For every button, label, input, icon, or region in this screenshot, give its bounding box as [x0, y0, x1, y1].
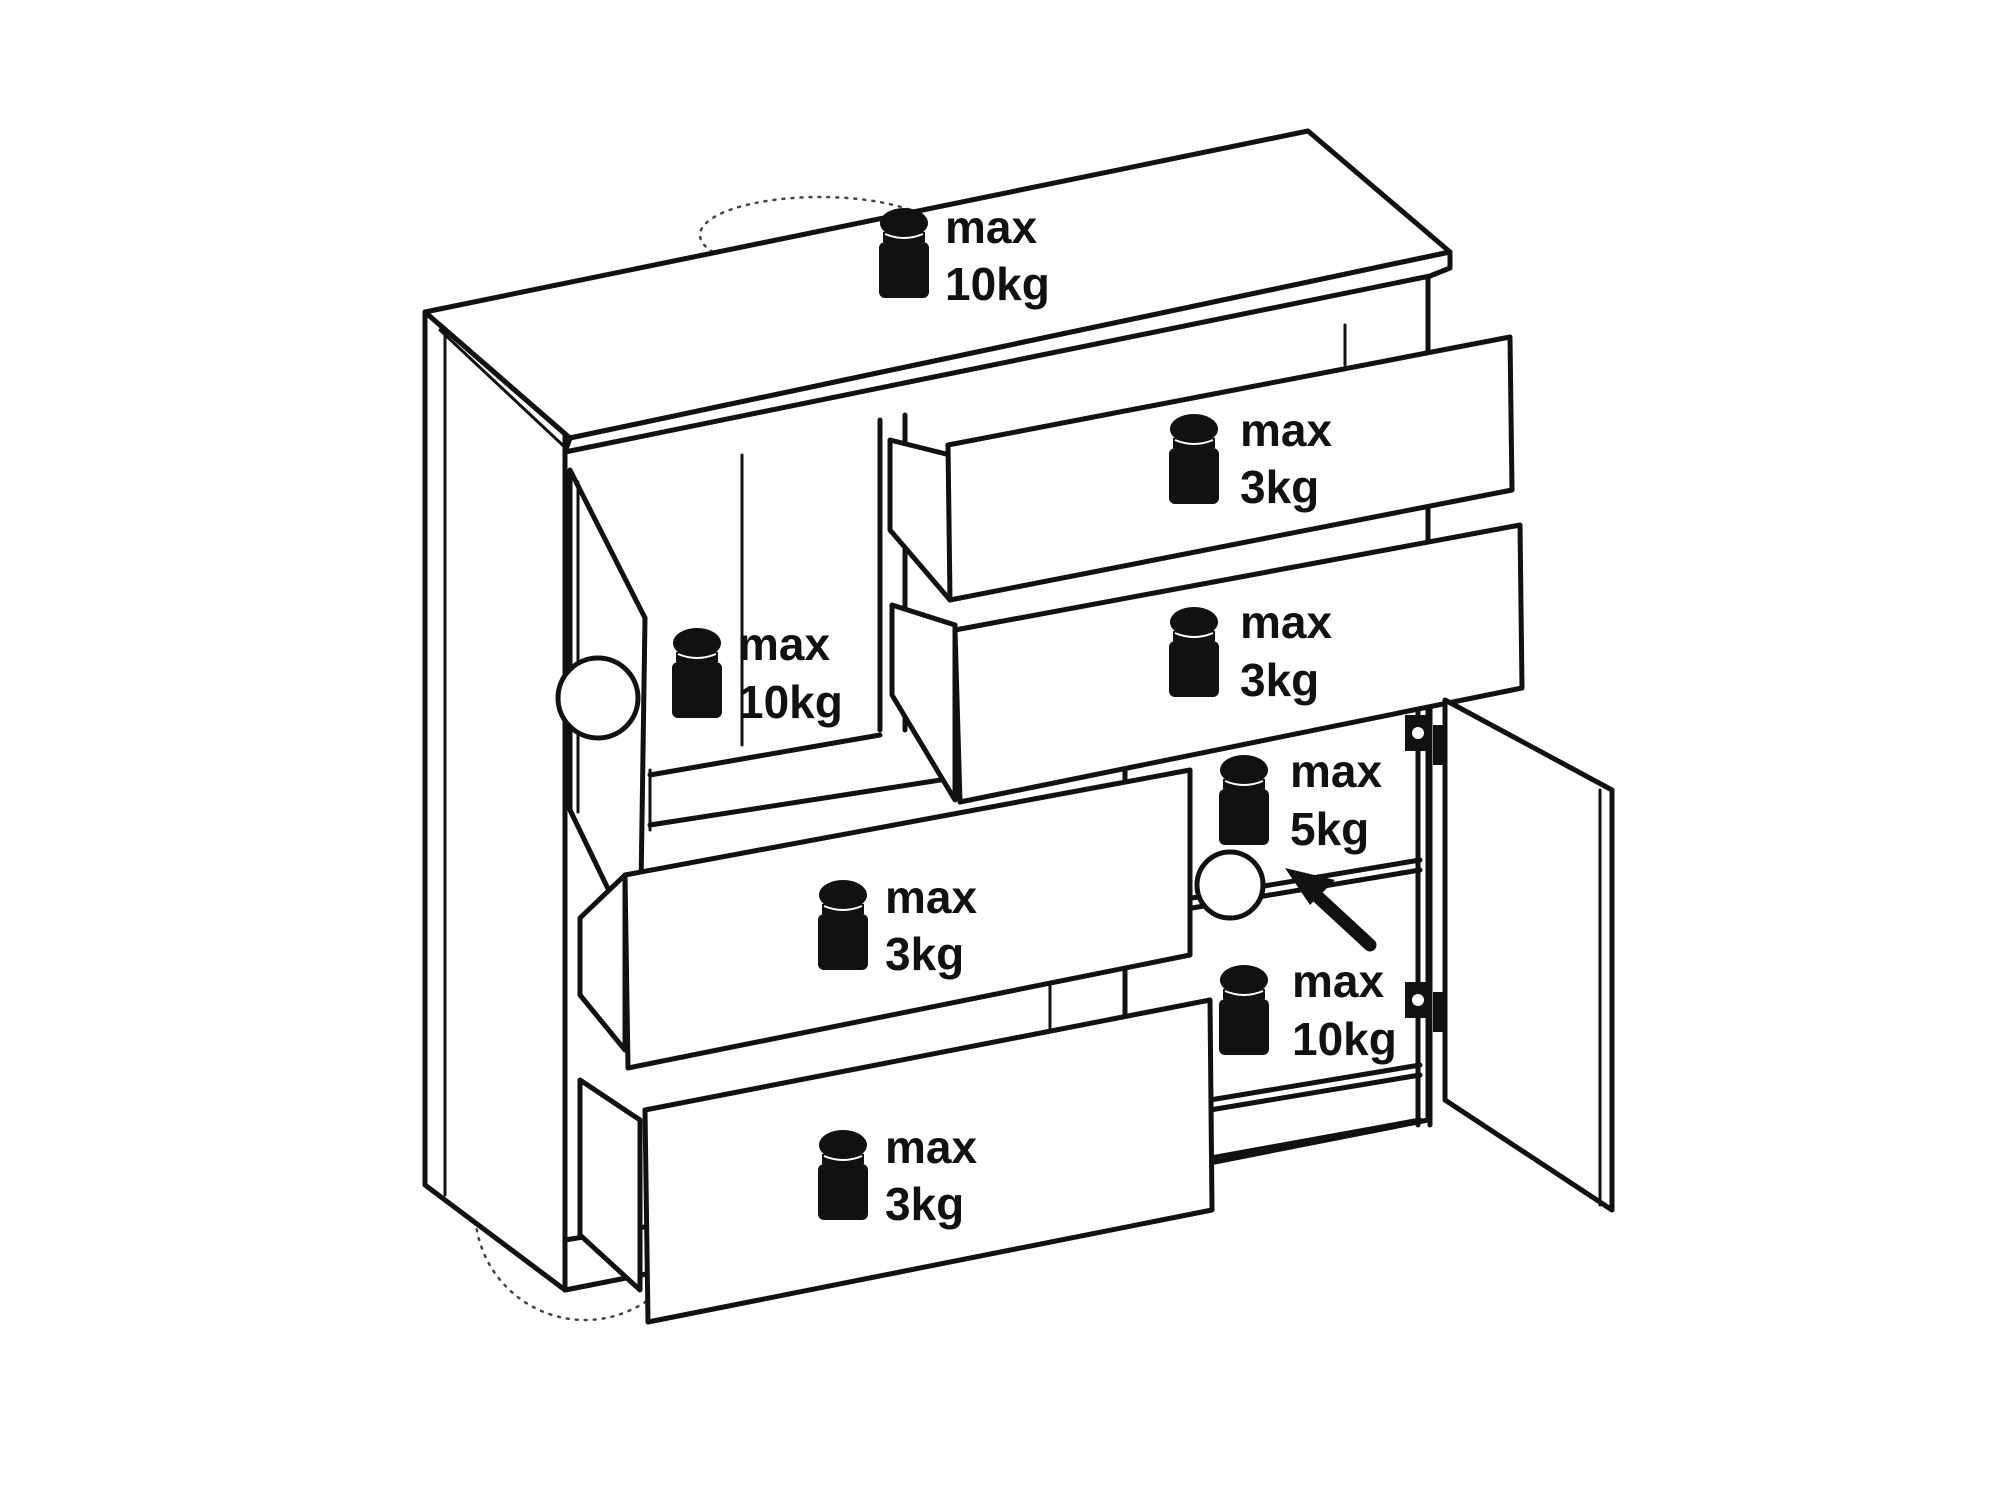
- right-shelf-2: [1207, 1062, 1423, 1103]
- right-shelf-2-edge: [1207, 1072, 1423, 1113]
- weight-icon: [671, 627, 723, 719]
- label-drawer-3-line1: max: [885, 871, 977, 923]
- drawer-4-front: [642, 997, 1215, 1325]
- right-door: [1442, 697, 1615, 1213]
- label-drawer-1-line2: 3kg: [1240, 461, 1319, 513]
- label-left-shelf-line1: max: [738, 618, 830, 670]
- drawer-2-front: [952, 522, 1525, 805]
- label-drawer-3: max 3kg: [885, 871, 977, 980]
- weight-icon: [1168, 606, 1220, 698]
- label-right-shelf-1: max 5kg: [1290, 745, 1382, 855]
- drawer-3-front: [622, 767, 1193, 1071]
- door-knob-middle: [1194, 849, 1266, 921]
- hinge-icon: [1405, 715, 1445, 765]
- drawer-1-front: [945, 334, 1515, 603]
- top-left-edge: [438, 328, 572, 454]
- label-drawer-2-line2: 3kg: [1240, 654, 1319, 706]
- label-drawer-4-line2: 3kg: [885, 1178, 964, 1230]
- weight-icon: [878, 207, 930, 299]
- label-drawer-4: max 3kg: [885, 1121, 977, 1230]
- arrow-icon: [1285, 868, 1377, 952]
- label-top-line1: max: [945, 201, 1037, 253]
- hinge-icon: [1405, 982, 1445, 1032]
- label-right-shelf-2-line1: max: [1292, 955, 1384, 1007]
- label-drawer-3-line2: 3kg: [885, 928, 964, 980]
- label-drawer-2: max 3kg: [1240, 596, 1332, 706]
- left-upper-shelf: [647, 732, 883, 778]
- label-top-line2: 10kg: [945, 258, 1050, 310]
- drawer-2-side: [889, 602, 958, 803]
- label-left-shelf: max 10kg: [738, 618, 843, 728]
- label-left-shelf-line2: 10kg: [738, 676, 843, 728]
- drawer-3-side: [577, 872, 628, 1053]
- weight-icon: [817, 1129, 869, 1221]
- label-right-shelf-1-line2: 5kg: [1290, 803, 1369, 855]
- label-right-shelf-2-line2: 10kg: [1292, 1013, 1397, 1065]
- weight-icon: [817, 879, 869, 971]
- label-right-shelf-2: max 10kg: [1292, 955, 1397, 1065]
- label-top: max 10kg: [945, 201, 1050, 310]
- right-bottom: [1197, 1117, 1423, 1163]
- weight-icon: [1218, 964, 1270, 1056]
- label-right-shelf-1-line1: max: [1290, 745, 1382, 797]
- drawer-4-side: [577, 1077, 643, 1293]
- label-drawer-1: max 3kg: [1240, 404, 1332, 513]
- weight-icon: [1218, 754, 1270, 846]
- label-drawer-1-line1: max: [1240, 404, 1332, 456]
- door-knob-left: [555, 655, 641, 741]
- label-drawer-2-line1: max: [1240, 596, 1332, 648]
- weight-icon: [1168, 413, 1220, 505]
- label-drawer-4-line1: max: [885, 1121, 977, 1173]
